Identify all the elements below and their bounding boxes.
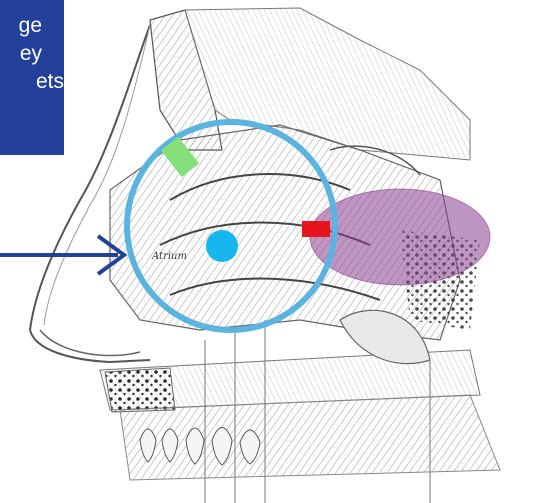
callout-line-3: ets xyxy=(0,68,64,96)
callout-line-1: ge xyxy=(0,12,64,40)
callout-box: ge ey ets xyxy=(0,0,64,155)
arrow-right-icon xyxy=(0,236,124,274)
center-dot xyxy=(206,230,238,262)
red-marker xyxy=(302,221,330,237)
atrium-label: Atrium xyxy=(152,251,187,262)
callout-line-2: ey xyxy=(0,40,64,68)
